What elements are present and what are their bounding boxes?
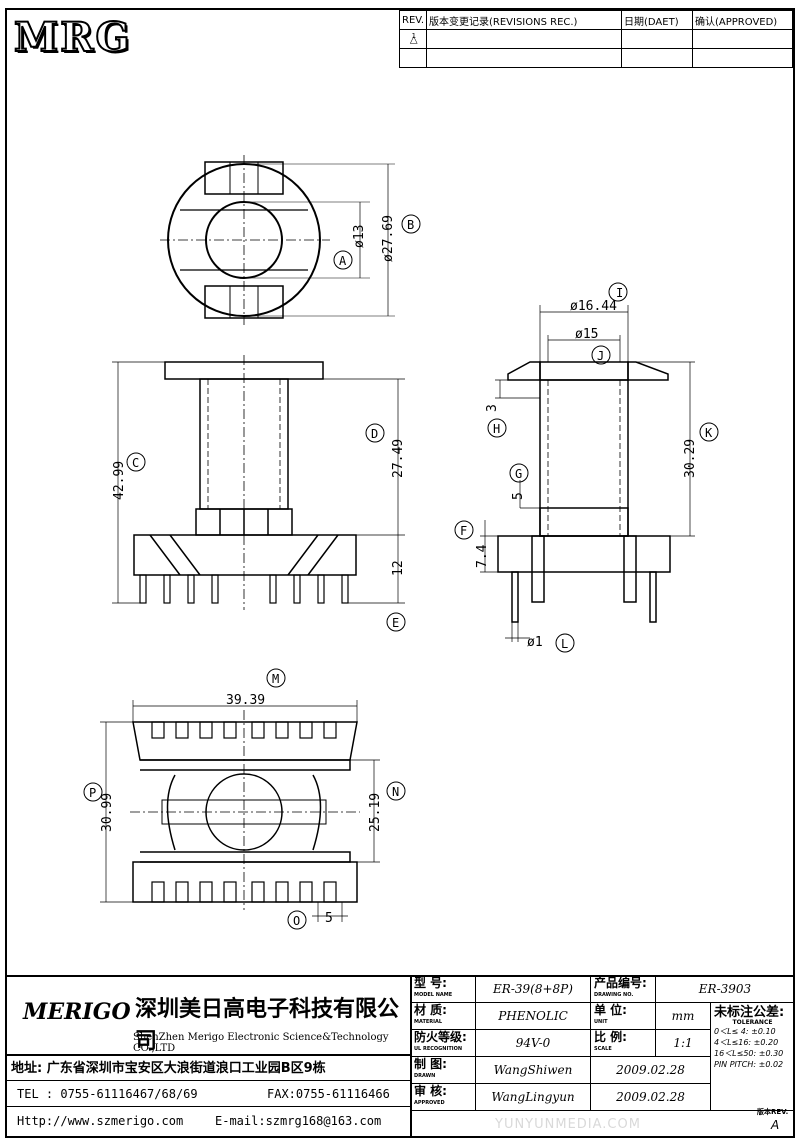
dim-h-value: 3 xyxy=(485,404,500,412)
drawn-date-value: 2009.02.28 xyxy=(590,1056,711,1084)
phone-row: TEL : 0755-61116467/68/69 FAX:0755-61116… xyxy=(5,1080,410,1107)
label-k: K xyxy=(705,426,713,440)
label-l: L xyxy=(561,637,568,651)
company-name-cn: 深圳美日高电子科技有限公司 xyxy=(135,996,400,1054)
label-f: F xyxy=(460,524,467,538)
dim-j-value: ø15 xyxy=(575,327,598,342)
dim-b-value: ø27.69 xyxy=(381,215,396,262)
drawing-no-value: ER-3903 xyxy=(655,975,795,1003)
rev-label: 版本REV. xyxy=(757,1108,789,1116)
dim-f-value: 7.4 xyxy=(475,544,490,568)
fax-text: FAX:0755-61116466 xyxy=(267,1087,390,1101)
approved-by-value: WangLingyun xyxy=(475,1083,591,1111)
phone-text: TEL : 0755-61116467/68/69 xyxy=(17,1087,198,1101)
dim-c-value: 42.99 xyxy=(112,461,127,500)
top-view xyxy=(160,155,395,325)
dim-i-value: ø16.44 xyxy=(570,299,617,314)
unit-label: 单 位:UNIT xyxy=(590,1002,656,1030)
drawn-by-value: WangShiwen xyxy=(475,1056,591,1084)
bottom-view xyxy=(130,710,360,910)
brand-logo: MERIGO xyxy=(23,999,131,1025)
revision-table: REV. 版本变更记录(REVISIONS REC.) 日期(DAET) 确认(… xyxy=(399,10,793,68)
rev-value: A xyxy=(771,1118,780,1132)
label-a: A xyxy=(339,254,347,268)
tolerance-label-en: TOLERANCE xyxy=(732,1019,773,1026)
side-view xyxy=(497,361,671,623)
approved-date-value: 2009.02.28 xyxy=(590,1083,711,1111)
label-b: B xyxy=(407,218,414,232)
label-n: N xyxy=(392,785,399,799)
material-label: 材 质:MATERIAL xyxy=(410,1002,476,1030)
technical-drawing: ø13 ø27.69 A B 42.99 27.49 12 C D E xyxy=(83,155,719,930)
label-i: I xyxy=(616,286,623,300)
title-block: MERIGO 深圳美日高电子科技有限公司 ShenZhen Merigo Ele… xyxy=(5,975,795,1138)
front-view xyxy=(133,355,357,610)
web-row: Http://www.szmerigo.com E-mail:szmrg168@… xyxy=(5,1106,410,1135)
fire-rating-value: 94V-0 xyxy=(475,1029,591,1057)
drawn-label: 制 图:DRAWN xyxy=(410,1056,476,1084)
label-j: J xyxy=(597,349,604,363)
dim-d-value: 27.49 xyxy=(391,439,406,478)
label-e: E xyxy=(392,616,399,630)
email-link[interactable]: E-mail:szmrg168@163.com xyxy=(215,1114,382,1128)
label-m: M xyxy=(272,672,279,686)
tolerance-line-1: 0＜L≤ 4: ±0.10 xyxy=(714,1027,776,1036)
material-value: PHENOLIC xyxy=(475,1002,591,1030)
tolerance-line-4: PIN PITCH: ±0.02 xyxy=(714,1060,784,1069)
title-block-fields: 型 号:MODEL NAME ER-39(8+8P) 产品编号:DRAWING … xyxy=(410,975,795,1111)
tolerance-label: 未标注公差: xyxy=(714,1005,785,1020)
website-link[interactable]: Http://www.szmerigo.com xyxy=(17,1114,184,1128)
drawing-no-label: 产品编号:DRAWING NO. xyxy=(590,975,656,1003)
dim-p-value: 30.99 xyxy=(100,793,115,832)
label-p: P xyxy=(89,786,96,800)
dim-k-value: 30.29 xyxy=(683,439,698,478)
dim-n-value: 25.19 xyxy=(368,793,383,832)
dim-o-value: 5 xyxy=(325,911,333,926)
tolerance-cell: 未标注公差: TOLERANCE 0＜L≤ 4: ±0.10 4＜L≤16: ±… xyxy=(710,1002,795,1111)
dim-m-value: 39.39 xyxy=(226,693,265,708)
company-logo: MRG xyxy=(13,13,132,62)
tolerance-line-3: 16＜L≤50: ±0.30 xyxy=(714,1049,784,1058)
company-address: 地址: 广东省深圳市宝安区大浪街道浪口工业园B区9栋 xyxy=(5,1054,410,1080)
model-value: ER-39(8+8P) xyxy=(475,975,591,1003)
scale-label: 比 例:SCALE xyxy=(590,1029,656,1057)
unit-value: mm xyxy=(655,1002,711,1030)
scale-value: 1:1 xyxy=(655,1029,711,1057)
approved-label: 审 核:APPROVED xyxy=(410,1083,476,1111)
label-h: H xyxy=(493,422,500,436)
company-name-en: ShenZhen Merigo Electronic Science&Techn… xyxy=(133,1032,389,1054)
watermark: YUNYUNMEDIA.COM xyxy=(495,1117,641,1132)
dim-e-value: 12 xyxy=(391,560,406,576)
dim-a-value: ø13 xyxy=(352,225,367,248)
label-g: G xyxy=(515,467,522,481)
label-o: O xyxy=(293,914,300,928)
dim-l-value: ø1 xyxy=(527,635,543,650)
model-label: 型 号:MODEL NAME xyxy=(410,975,476,1003)
fire-rating-label: 防火等级:UL RECOGNITION xyxy=(410,1029,476,1057)
label-d: D xyxy=(371,427,378,441)
label-c: C xyxy=(132,456,139,470)
dim-g-value: 5 xyxy=(511,492,526,500)
tolerance-line-2: 4＜L≤16: ±0.20 xyxy=(714,1038,779,1047)
drawing-frame xyxy=(5,8,795,1138)
company-block: MERIGO 深圳美日高电子科技有限公司 ShenZhen Merigo Ele… xyxy=(5,975,412,1138)
